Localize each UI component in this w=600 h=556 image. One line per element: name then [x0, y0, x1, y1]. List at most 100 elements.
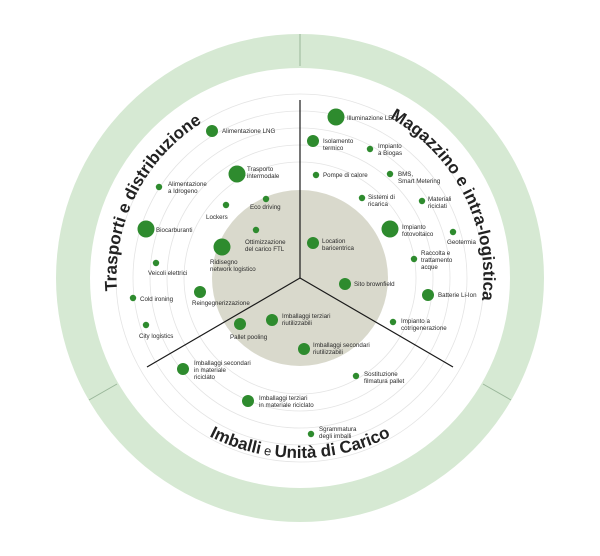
radar-item-pallet-pooling: Pallet pooling [230, 318, 268, 341]
radar-label-line: Alimentazione LNG [222, 128, 275, 135]
radar-dot [242, 395, 254, 407]
radar-label-line: Impianto [402, 224, 426, 231]
radar-label-line: fotovoltaico [402, 231, 434, 238]
radar-label-line: filmatura pallet [364, 378, 405, 385]
radar-label-line: Sostituzione [364, 371, 398, 378]
radar-label-line: Sito brownfield [354, 281, 395, 288]
ring-ticks [88, 34, 512, 401]
radar-label: Eco driving [250, 204, 281, 211]
radar-dot [213, 238, 231, 256]
radar-label-line: Reingegnerizzazione [192, 300, 250, 307]
radar-label-line: baricentrica [322, 245, 355, 252]
radar-label-line: Imballaggi terziari [259, 395, 308, 402]
radar-dot [298, 343, 310, 355]
radar-label: Reingegnerizzazione [192, 300, 250, 307]
radar-label-line: network logistico [210, 266, 256, 273]
radar-dot [307, 430, 315, 438]
radar-label-line: Biocarburanti [156, 227, 192, 234]
radar-dot [339, 278, 351, 290]
radar-label-line: Geotermia [447, 239, 476, 246]
radar-label: Veicoli elettrici [148, 270, 187, 277]
radar-dot [129, 294, 137, 302]
radar-dot [155, 183, 163, 191]
radar-dot [366, 145, 374, 153]
radar-label-line: Eco driving [250, 204, 281, 211]
radar-item-pompe-calore: Pompe di calore [312, 171, 368, 179]
radar-dot [307, 237, 319, 249]
radar-label-line: intermodale [247, 173, 280, 180]
radar-label-line: degli imballi [319, 433, 351, 440]
radar-label-line: Isolamento [323, 138, 354, 145]
radar-label: Pompe di calore [323, 172, 368, 179]
radar-label: Biocarburanti [156, 227, 192, 234]
radar-label-line: Smart Metering [398, 178, 441, 185]
radar-label-line: trattamento [421, 257, 453, 264]
radar-label-line: in materiale riciclato [259, 402, 314, 409]
radar-label: Sito brownfield [354, 281, 395, 288]
radar-dot [234, 318, 246, 330]
radar-dot [418, 197, 426, 205]
radar-dot [352, 372, 360, 380]
radar-label-line: Location [322, 238, 346, 245]
radar-label: Alimentazione LNG [222, 128, 275, 135]
radar-dot [307, 135, 319, 147]
radar-label-line: Sgrammatura [319, 426, 357, 433]
radar-label-line: Imballaggi secondari [194, 360, 251, 367]
radar-label-line: Pompe di calore [323, 172, 368, 179]
radar-dot [327, 108, 345, 126]
radar-dot [422, 289, 434, 301]
radar-dot [152, 259, 160, 267]
radar-label-line: termico [323, 145, 344, 152]
radar-label-line: cotrigenerazione [401, 325, 447, 332]
radar-dot [386, 170, 394, 178]
radar-item-veicoli-elettrici: Veicoli elettrici [148, 259, 187, 277]
radar-item-lockers: Lockers [206, 201, 230, 221]
radar-dot [142, 321, 150, 329]
radar-label-line: del carico FTL [245, 246, 285, 253]
radar-dot [252, 226, 260, 234]
radar-label: Cold ironing [140, 296, 174, 303]
radar-label-line: a Biogas [378, 150, 402, 157]
radar-label-line: Pallet pooling [230, 334, 268, 341]
radar-dot [410, 255, 418, 263]
radar-label-line: Raccolta e [421, 250, 451, 257]
radar-item-sito-brownfield: Sito brownfield [339, 278, 395, 290]
radar-dot [381, 220, 399, 238]
radar-label: Batterie Li-Ion [438, 292, 477, 299]
radar-label-line: Lockers [206, 214, 228, 221]
radar-label-line: Materiali [428, 196, 451, 203]
radar-item-biocarburanti: Biocarburanti [137, 220, 192, 238]
radar-dot [206, 125, 218, 137]
radar-dot [222, 201, 230, 209]
radar-label-line: riutilizzabili [282, 320, 312, 327]
radar-label-line: Sistemi di [368, 194, 395, 201]
radar-dot [137, 220, 155, 238]
radar-label-line: Cold ironing [140, 296, 174, 303]
radar-label-line: BMS, [398, 171, 413, 178]
radar-label-line: Impianto a [401, 318, 430, 325]
radar-dot [266, 314, 278, 326]
radar-label-line: ricarica [368, 201, 388, 208]
radar-label-line: Batterie Li-Ion [438, 292, 477, 299]
